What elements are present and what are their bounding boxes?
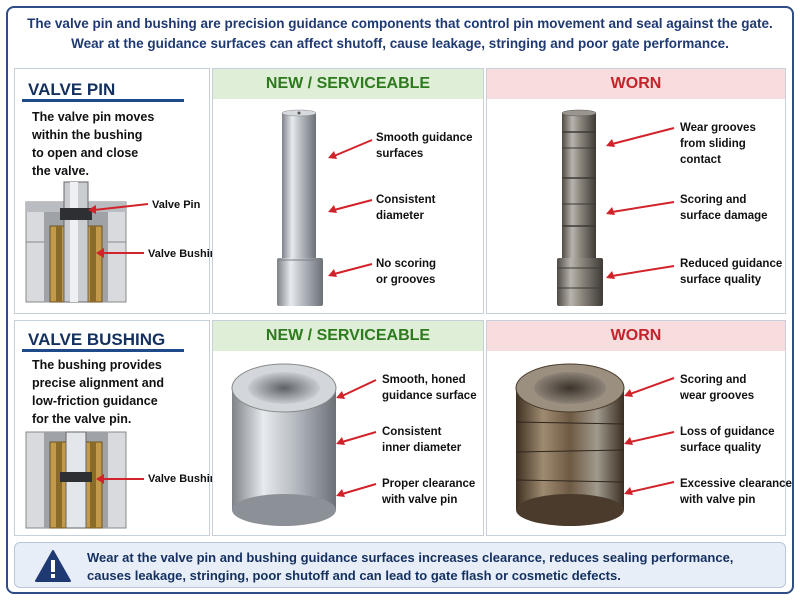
callout-line: Proper clearance (382, 478, 476, 490)
desc-line: The bushing provides (32, 358, 162, 372)
bushing-new-heading: NEW / SERVICEABLE (213, 321, 483, 351)
pin-new-heading: NEW / SERVICEABLE (213, 69, 483, 99)
new-bushing-image (231, 363, 337, 526)
callout-line: with valve pin (680, 494, 756, 506)
callout-line: or grooves (376, 274, 436, 286)
desc-line: precise alignment and (32, 376, 164, 390)
valve-bushing-underline (22, 349, 184, 352)
callout-line: contact (680, 154, 721, 166)
callout-line: Scoring and (680, 194, 747, 206)
callout-line: Excessive clearance (680, 478, 792, 490)
callout-line: diameter (376, 210, 424, 222)
new-valve-pin-image (277, 109, 323, 306)
bushing-worn-callout-1: Scoring and wear grooves (680, 372, 754, 404)
bushing-new-callout-3: Proper clearance with valve pin (382, 476, 475, 508)
callout-line: Smooth, honed (382, 374, 466, 386)
header: The valve pin and bushing are precision … (14, 14, 786, 60)
arrow-pin-new-3 (328, 263, 373, 277)
valve-pin-desc: The valve pin moves within the bushing t… (32, 108, 154, 180)
arrow-bushing-new-2 (336, 431, 377, 445)
valve-bushing-title: VALVE BUSHING (28, 330, 166, 349)
arrow-valve-pin (88, 203, 149, 214)
callout-line: inner diameter (382, 442, 462, 454)
callout-line: from sliding (680, 138, 746, 150)
arrow-valve-bushing (96, 248, 144, 258)
arrow-bushing-new-1 (336, 379, 377, 399)
valve-pin-cross-section (25, 181, 127, 303)
arrow-bushing-worn-1 (624, 377, 675, 397)
desc-line: to open and close (32, 146, 139, 160)
valve-pin-title: VALVE PIN (28, 80, 116, 99)
arrow-pin-worn-1 (606, 127, 675, 147)
callout-line: surface quality (680, 442, 762, 454)
valve-bushing-desc: The bushing provides precise alignment a… (32, 356, 164, 428)
callout-line: Smooth guidance (376, 132, 473, 144)
arrow-bushing-worn-2 (624, 431, 675, 445)
warning-footer: Wear at the valve pin and bushing guidan… (14, 542, 786, 588)
pin-worn-callout-1: Wear grooves from sliding contact (680, 120, 756, 168)
bushing-new-callout-1: Smooth, honed guidance surface (382, 372, 477, 404)
footer-text: Wear at the valve pin and bushing guidan… (87, 549, 733, 585)
page-frame (6, 6, 794, 594)
callout-line: surfaces (376, 148, 424, 160)
arrow-bushing-worn-3 (624, 481, 675, 495)
desc-line: low-friction guidance (32, 394, 158, 408)
label-valve-bushing-2: Valve Bushing (148, 473, 224, 485)
header-line-1: The valve pin and bushing are precision … (27, 16, 773, 31)
pin-worn-heading: WORN (487, 69, 785, 99)
callout-line: Consistent (376, 194, 436, 206)
arrow-pin-worn-2 (606, 201, 675, 215)
label-valve-bushing: Valve Bushing (148, 248, 224, 260)
callout-line: No scoring (376, 258, 437, 270)
callout-line: Reduced guidance (680, 258, 783, 270)
desc-line: within the bushing (32, 128, 143, 142)
label-valve-pin: Valve Pin (152, 199, 201, 211)
worn-valve-pin-image (557, 109, 603, 306)
desc-line: The valve pin moves (32, 110, 155, 124)
header-line-2: Wear at the guidance surfaces can affect… (71, 36, 729, 51)
bushing-worn-callout-2: Loss of guidance surface quality (680, 424, 775, 456)
footer-line-2: causes leakage, stringing, poor shutoff … (87, 568, 621, 583)
callout-line: Scoring and (680, 374, 747, 386)
footer-line-1: Wear at the valve pin and bushing guidan… (87, 550, 734, 565)
callout-line: with valve pin (382, 494, 458, 506)
callout-line: surface quality (680, 274, 762, 286)
callout-line: Consistent (382, 426, 442, 438)
pin-worn-callout-3: Reduced guidance surface quality (680, 256, 782, 288)
arrow-bushing-diagram (96, 474, 144, 484)
pin-new-panel (212, 68, 484, 314)
bushing-worn-callout-3: Excessive clearance with valve pin (680, 476, 792, 508)
callout-line: guidance surface (382, 390, 477, 402)
pin-new-callout-2: Consistent diameter (376, 192, 435, 224)
pin-new-callout-1: Smooth guidance surfaces (376, 130, 472, 162)
arrow-pin-worn-3 (606, 265, 675, 279)
arrow-bushing-new-3 (336, 483, 377, 497)
pin-new-callout-3: No scoring or grooves (376, 256, 436, 288)
bushing-new-callout-2: Consistent inner diameter (382, 424, 461, 456)
pin-worn-callout-2: Scoring and surface damage (680, 192, 768, 224)
valve-pin-underline (22, 99, 184, 102)
warning-icon (35, 550, 71, 582)
callout-line: surface damage (680, 210, 768, 222)
desc-line: the valve. (32, 164, 89, 178)
arrow-pin-new-2 (328, 199, 373, 213)
arrow-pin-new-1 (328, 139, 373, 159)
callout-line: Wear grooves (680, 122, 756, 134)
worn-bushing-image (515, 363, 625, 526)
callout-line: Loss of guidance (680, 426, 775, 438)
desc-line: for the valve pin. (32, 412, 132, 426)
bushing-worn-heading: WORN (487, 321, 785, 351)
callout-line: wear grooves (680, 390, 755, 402)
